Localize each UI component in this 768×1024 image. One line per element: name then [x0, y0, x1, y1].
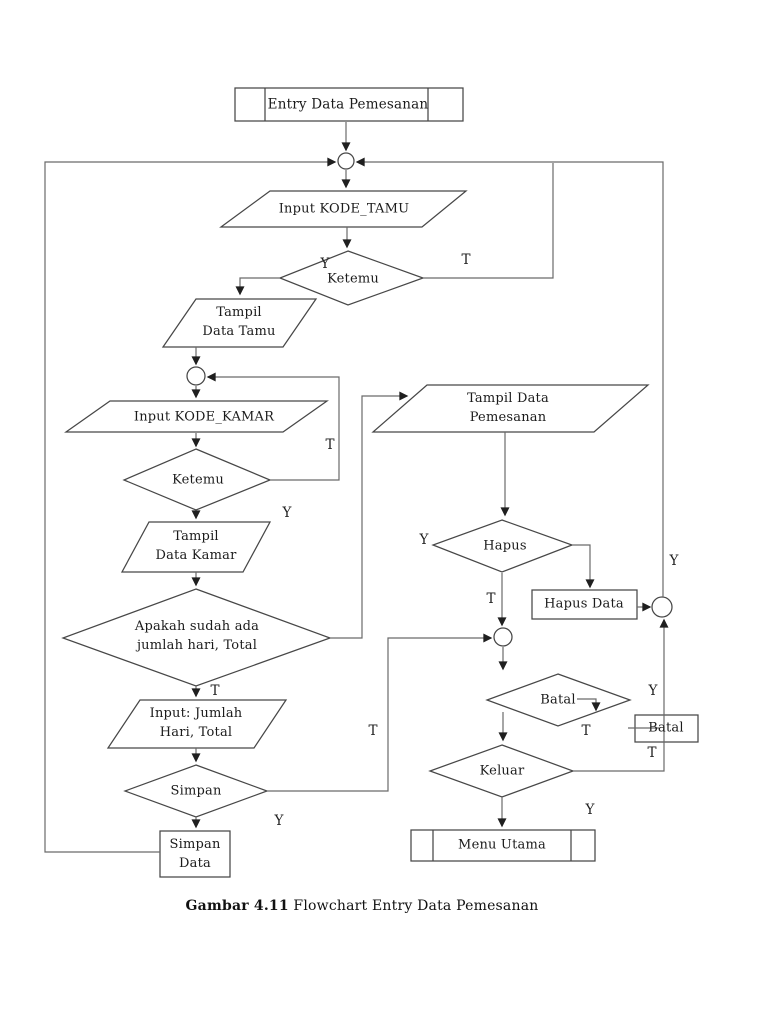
input-kode-kamar-shape — [64, 400, 329, 433]
tampil-data-kamar-shape — [120, 521, 272, 573]
input-jumlah-hari-shape — [106, 699, 288, 749]
simpan-label: Simpan — [170, 783, 222, 799]
input-jumlah-hari-label: Input: Jumlah Hari, Total — [149, 706, 243, 740]
connector-circle-kamar — [186, 366, 206, 386]
branch-right-lower-y: Y — [648, 683, 658, 699]
edge-hapus-to-hapus-data — [572, 544, 595, 589]
connector-circle-mid — [493, 627, 513, 647]
entry-node-shape — [234, 87, 464, 122]
edge-ketemu-tamu-t-feedback — [423, 163, 554, 279]
figure-caption-number: Gambar 4.11 — [185, 898, 289, 914]
entry-node-label: Entry Data Pemesanan — [267, 96, 429, 113]
simpan-data-shape — [159, 830, 231, 878]
branch-ketemu-tamu-t: T — [461, 252, 471, 268]
ketemu-tamu-label: Ketemu — [327, 271, 379, 287]
input-kode-kamar-label: Input KODE_KAMAR — [133, 409, 275, 425]
batal-decision-shape — [485, 673, 632, 727]
edge-ketemu-tamu-y — [235, 277, 280, 296]
edge-keluar-t-up — [573, 618, 669, 772]
branch-right-upper-y: Y — [669, 553, 679, 569]
edge-simpan-data-feedback — [44, 157, 337, 853]
simpan-data-label: Simpan Data — [169, 837, 221, 871]
hapus-label: Hapus — [483, 538, 527, 554]
batal-box-label: Batal — [648, 720, 684, 736]
tampil-data-tamu-label: Tampil Data Tamu — [202, 305, 276, 339]
branch-ketemu-tamu-y: Y — [320, 256, 330, 272]
branch-simpan-y: Y — [274, 813, 284, 829]
branch-keluar-y: Y — [585, 802, 595, 818]
edge-right-line-to-top-circle — [355, 157, 664, 597]
branch-simpan-t: T — [368, 723, 378, 739]
edge-batal-inner-arrow — [577, 698, 601, 712]
apakah-sudah-ada-label: Apakah sudah ada jumlah hari, Total — [134, 619, 260, 653]
figure-caption-text: Flowchart Entry Data Pemesanan — [288, 898, 539, 914]
hapus-data-label: Hapus Data — [544, 596, 624, 612]
tampil-data-tamu-shape — [161, 298, 318, 348]
tampil-data-pemesanan-shape — [371, 384, 650, 433]
tampil-data-kamar-label: Tampil Data Kamar — [155, 529, 237, 563]
ketemu-kamar-label: Ketemu — [172, 472, 224, 488]
figure-caption: Gambar 4.11 Flowchart Entry Data Pemesan… — [186, 898, 539, 914]
batal-decision-label: Batal — [540, 692, 576, 708]
tampil-data-pemesanan-label: Tampil Data Pemesanan — [467, 391, 549, 425]
branch-batal-t: T — [581, 723, 591, 739]
hapus-shape — [431, 519, 574, 573]
branch-keluar-t: T — [647, 745, 657, 761]
branch-apakah-t: T — [210, 683, 220, 699]
branch-ketemu-kamar-t: T — [325, 437, 335, 453]
keluar-label: Keluar — [479, 763, 525, 779]
edge-simpan-t-to-circle — [267, 633, 493, 792]
connector-circle-right — [651, 596, 673, 618]
menu-utama-label: Menu Utama — [458, 837, 546, 853]
hapus-data-shape — [531, 589, 638, 620]
connector-circle-top — [337, 152, 355, 170]
edge-ketemu-kamar-t-feedback — [206, 372, 340, 481]
edge-apakah-to-tampil-pemesanan — [330, 391, 409, 639]
ketemu-tamu-shape — [278, 250, 425, 306]
input-kode-tamu-label: Input KODE_TAMU — [278, 201, 410, 217]
input-kode-tamu-shape — [219, 190, 468, 228]
branch-hapus-t: T — [486, 591, 496, 607]
branch-hapus-y: Y — [419, 532, 429, 548]
branch-ketemu-kamar-y: Y — [282, 505, 292, 521]
menu-utama-shape — [410, 829, 596, 862]
